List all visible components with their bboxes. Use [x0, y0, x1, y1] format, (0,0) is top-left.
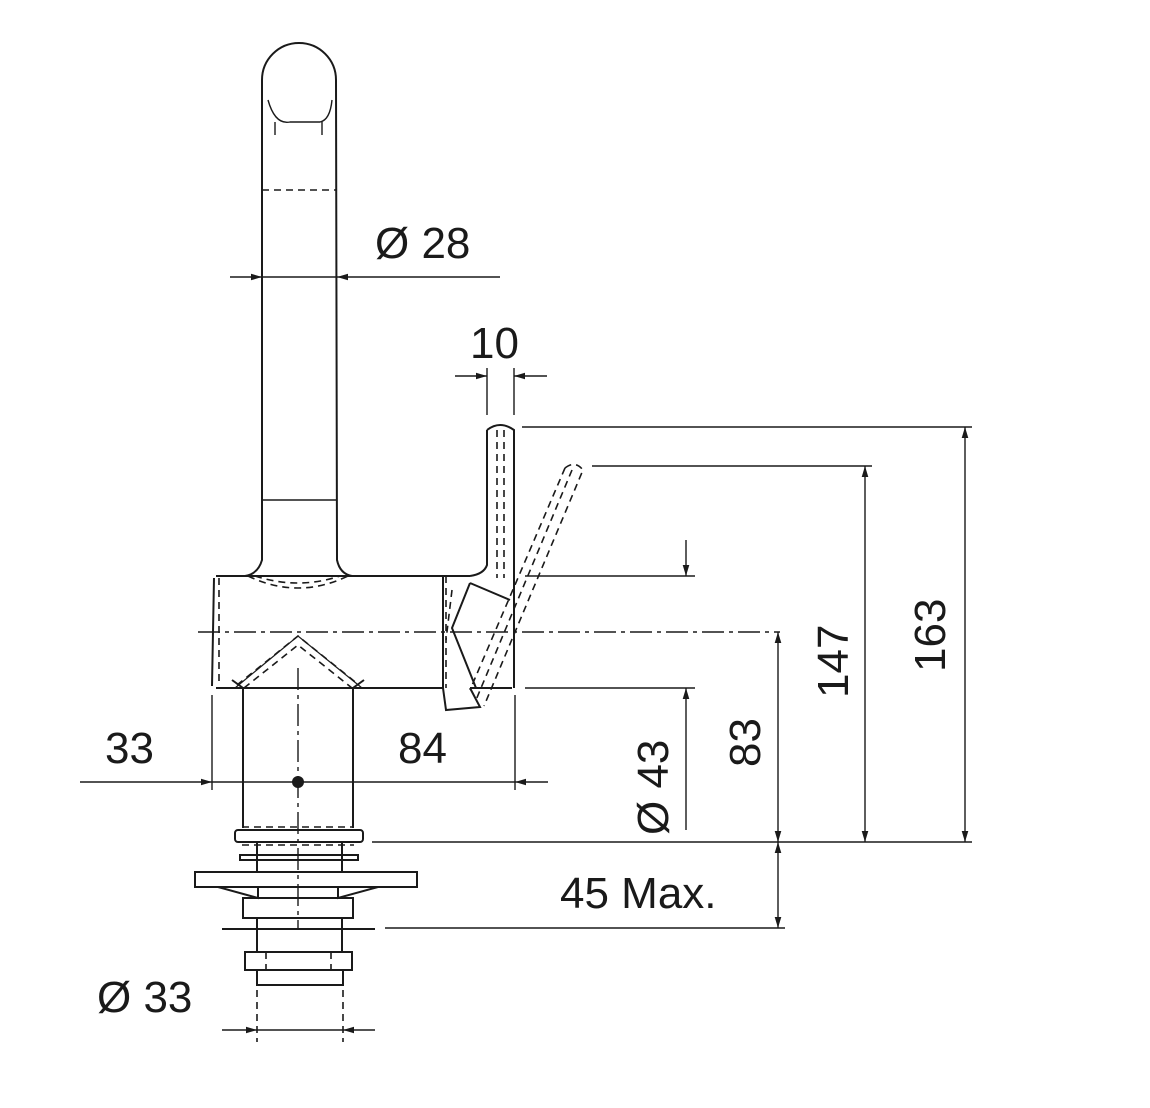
dim-total-height: 163: [906, 427, 969, 842]
dim-label-total-height: 163: [906, 599, 955, 672]
center-point: [292, 776, 304, 788]
spout: [244, 42, 353, 589]
dim-body-diameter: Ø 43: [629, 540, 690, 835]
lever-handle: [469, 424, 584, 707]
dim-label-spout-diameter: Ø 28: [375, 219, 470, 268]
dim-label-rear-offset: 33: [105, 724, 154, 773]
dim-label-body-center-height: 83: [721, 718, 770, 767]
dim-label-max-counter-thickness: 45 Max.: [560, 869, 717, 918]
mounting-stem: [194, 634, 418, 986]
dim-spout-diameter: Ø 28: [230, 219, 500, 281]
dim-connector-diameter: Ø 33: [97, 973, 375, 1042]
dim-handle-width: 10: [455, 319, 547, 415]
dim-label-handle-width: 10: [470, 319, 519, 368]
dim-label-front-reach: 84: [398, 724, 447, 773]
dim-max-counter-thickness: 45 Max.: [560, 842, 782, 928]
dim-body-center-height: 83: [721, 632, 782, 842]
dim-label-body-diameter: Ø 43: [629, 740, 678, 835]
dim-label-handle-tilt-height: 147: [809, 625, 858, 698]
dim-label-connector-diameter: Ø 33: [97, 973, 192, 1022]
dim-reach: 33 84: [80, 724, 548, 788]
dim-handle-tilt-height: 147: [809, 466, 869, 842]
faucet-body: [198, 575, 780, 712]
extension-lines: [211, 426, 972, 929]
